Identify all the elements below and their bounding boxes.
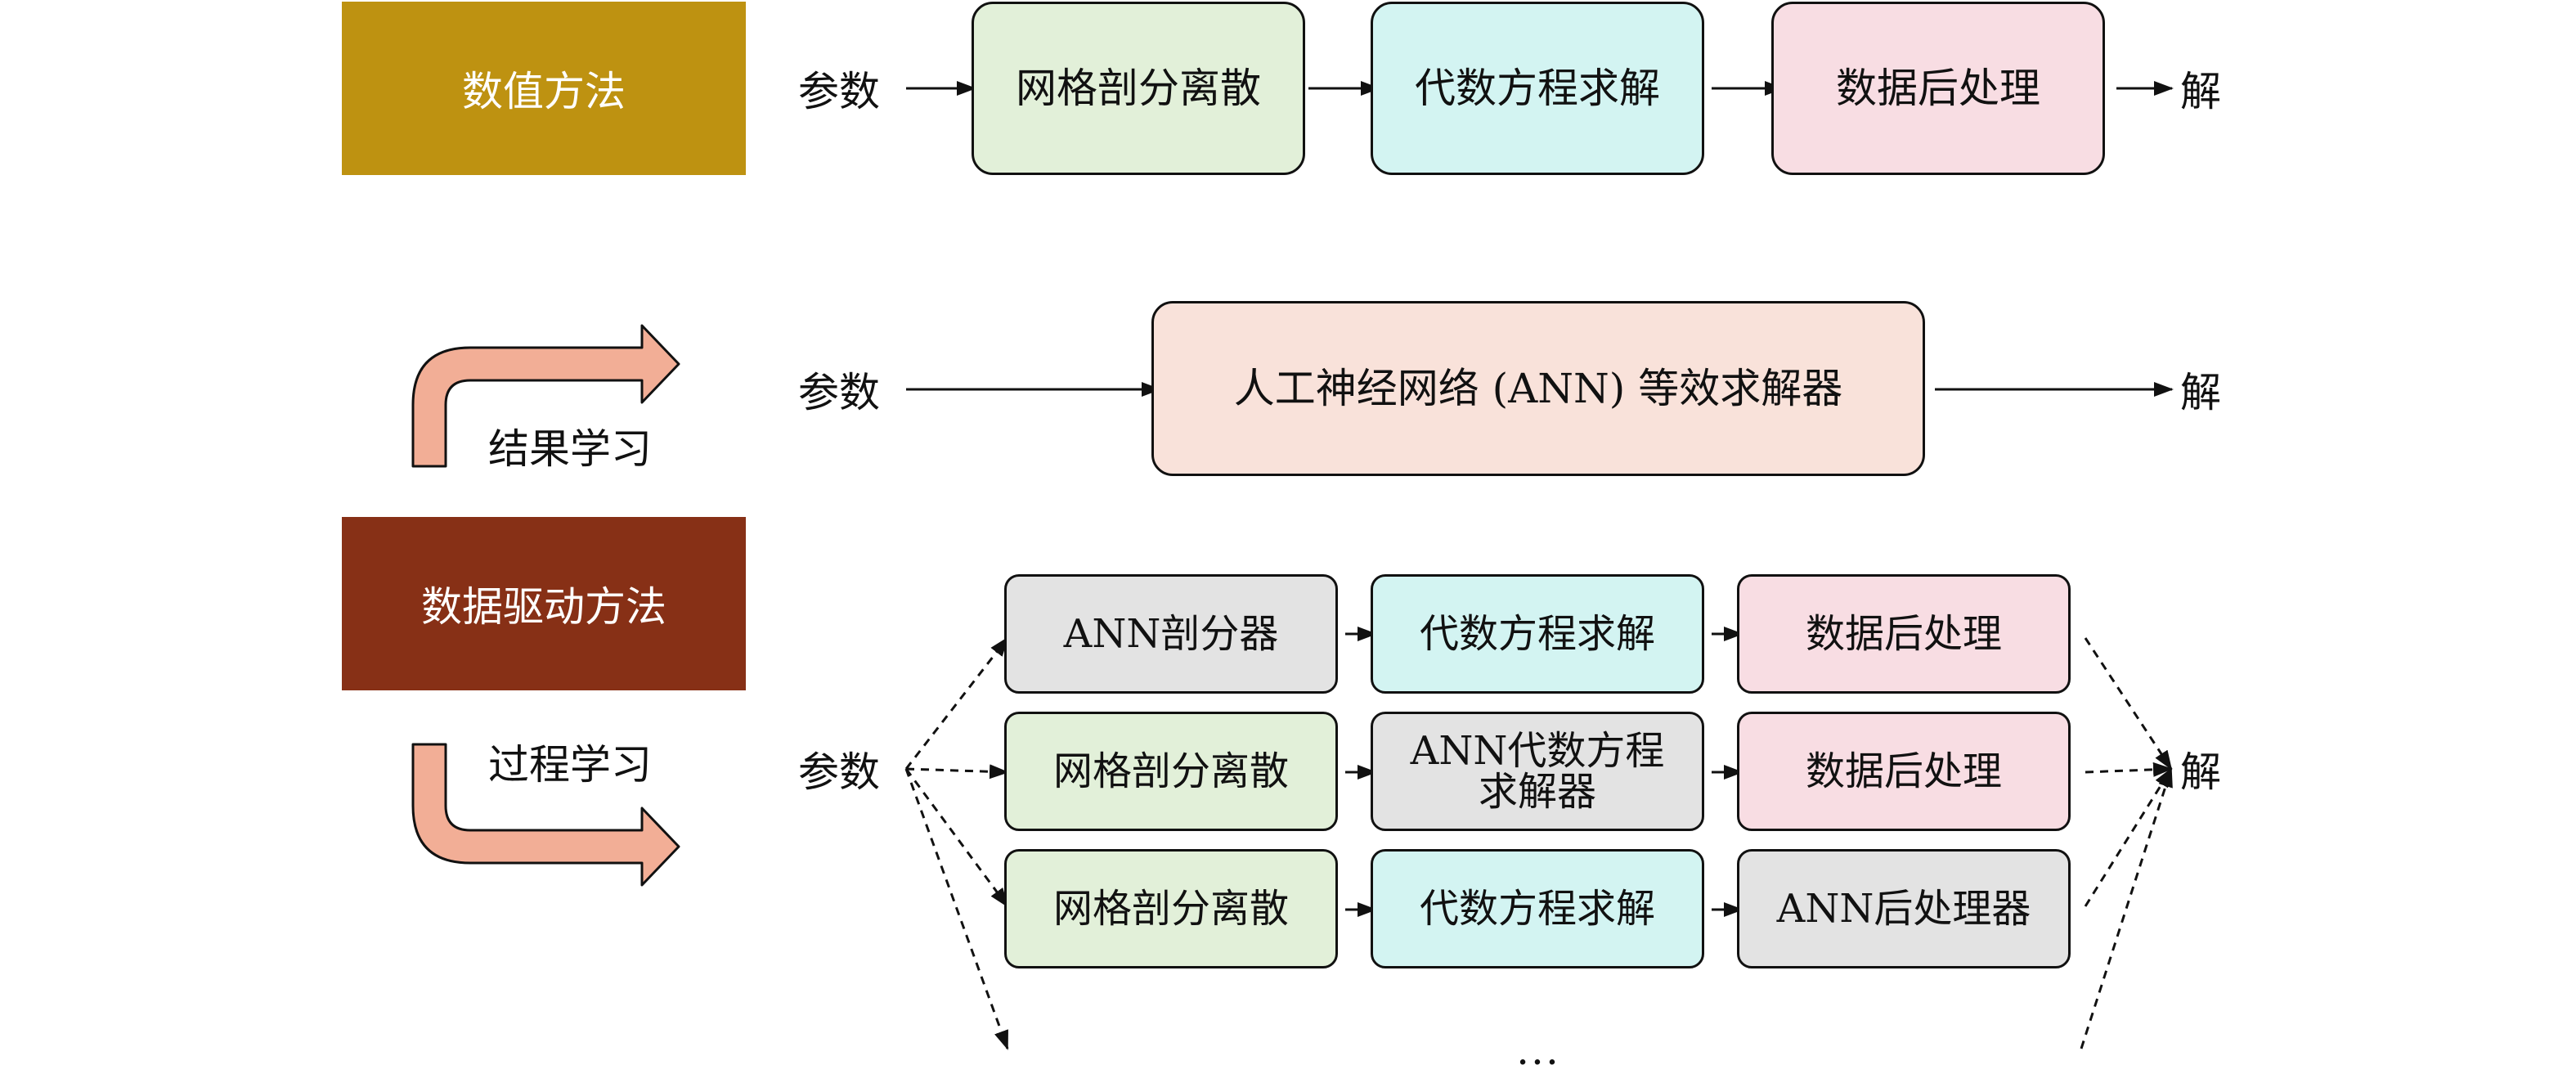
pa-post-box: 数据后处理 [1737, 574, 2071, 694]
r1-post-label: 数据后处理 [1836, 65, 2040, 112]
r1-mesh-box: 网格剖分离散 [972, 2, 1305, 175]
fan-out-b [905, 764, 1009, 780]
fan-in-a [2084, 637, 2173, 771]
numerical-method-label: 数值方法 [462, 68, 626, 115]
fan-in-d [2080, 767, 2173, 1049]
p-input-label: 参数 [798, 748, 880, 796]
r2-ann-solver-box: 人工神经网络 (ANN) 等效求解器 [1151, 301, 1925, 476]
r2-ann-solver-label: 人工神经网络 (ANN) 等效求解器 [1233, 365, 1843, 412]
pc-mesh-box: 网格剖分离散 [1004, 849, 1338, 968]
pb-mesh-label: 网格剖分离散 [1052, 748, 1289, 794]
numerical-method-block: 数值方法 [342, 2, 746, 175]
r1-post-box: 数据后处理 [1771, 2, 2105, 175]
pb-ann-algebra-box: ANN代数方程 求解器 [1371, 712, 1704, 831]
r1-mesh-label: 网格剖分离散 [1016, 65, 1261, 112]
pb-post-label: 数据后处理 [1805, 748, 2002, 794]
pa-algebra-label: 代数方程求解 [1419, 611, 1655, 657]
pa-ann-mesher-box: ANN剖分器 [1004, 574, 1338, 694]
pb-ann-algebra-label-line1: ANN代数方程 [1410, 727, 1665, 774]
p-output-label: 解 [2180, 748, 2221, 796]
pa-algebra-box: 代数方程求解 [1371, 574, 1704, 694]
pc-ann-post-box: ANN后处理器 [1737, 849, 2071, 968]
r1-algebra-label: 代数方程求解 [1415, 65, 1660, 112]
fan-in-b [2085, 762, 2173, 777]
pc-ann-post-label: ANN后处理器 [1776, 886, 2031, 932]
result-learning-arrow [411, 324, 680, 468]
fan-out-c [904, 768, 1009, 908]
fan-out-d [904, 768, 1009, 1050]
pa-ann-mesher-label: ANN剖分器 [1063, 611, 1279, 657]
fan-in-c [2084, 767, 2173, 907]
fan-out-a [904, 636, 1009, 770]
r1-input-label: 参数 [798, 68, 880, 115]
r1-algebra-box: 代数方程求解 [1371, 2, 1704, 175]
process-learning-label: 过程学习 [488, 741, 652, 789]
result-learning-label: 结果学习 [488, 425, 652, 473]
pb-post-box: 数据后处理 [1737, 712, 2071, 831]
data-driven-method-block: 数据驱动方法 [342, 517, 746, 690]
pc-algebra-label: 代数方程求解 [1419, 886, 1655, 932]
pc-algebra-box: 代数方程求解 [1371, 849, 1704, 968]
pc-mesh-label: 网格剖分离散 [1052, 886, 1289, 932]
pb-ann-algebra-label-line2: 求解器 [1478, 769, 1596, 815]
pb-mesh-box: 网格剖分离散 [1004, 712, 1338, 831]
process-learning-arrow [411, 743, 680, 887]
r1-output-label: 解 [2180, 68, 2221, 115]
r2-input-label: 参数 [798, 369, 880, 416]
pa-post-label: 数据后处理 [1805, 611, 2002, 657]
data-driven-method-label: 数据驱动方法 [421, 583, 666, 631]
more-rows-ellipsis: ... [1516, 1027, 1560, 1074]
r2-output-label: 解 [2180, 369, 2221, 416]
